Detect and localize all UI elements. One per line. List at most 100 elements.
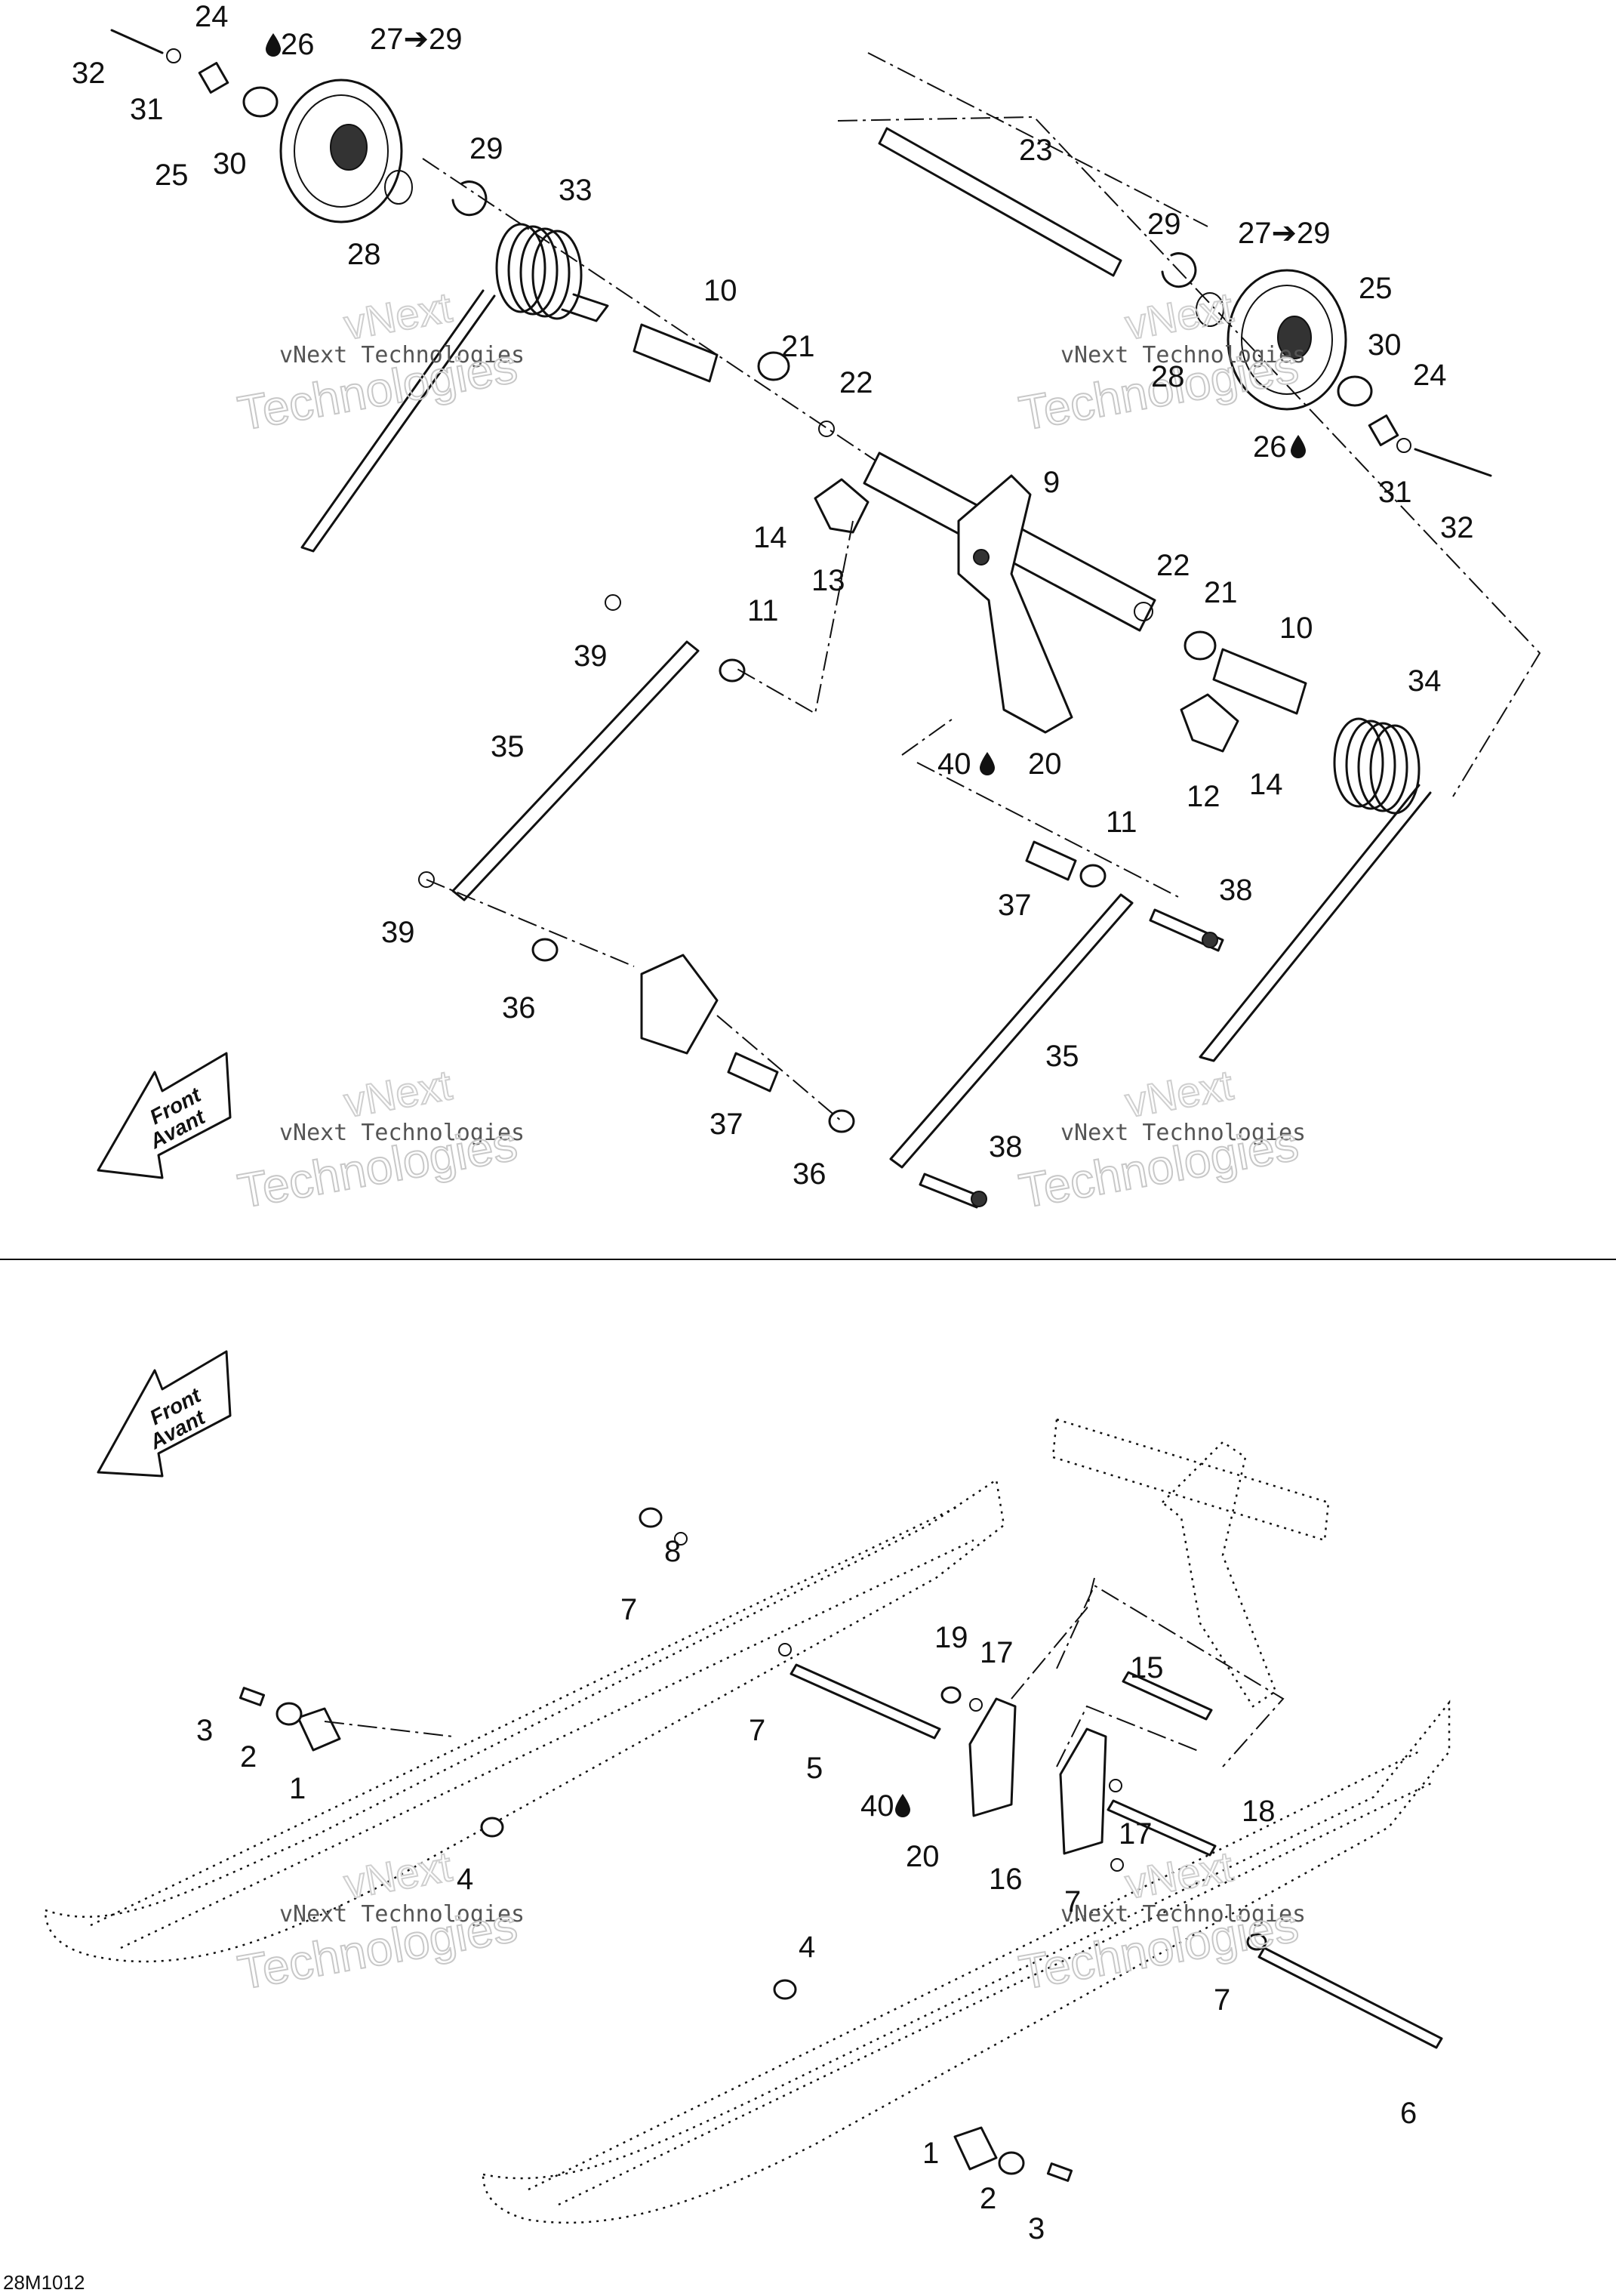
part-label: 35 bbox=[1045, 1040, 1079, 1073]
part-label: 24 bbox=[195, 0, 229, 33]
oil-drop-icon bbox=[1291, 435, 1306, 458]
part-label: 27➔29 bbox=[370, 23, 463, 56]
part-label: 8 bbox=[664, 1535, 681, 1568]
part-label: 20 bbox=[906, 1840, 940, 1873]
part-label: 25 bbox=[155, 159, 189, 192]
svg-text:vNext: vNext bbox=[340, 283, 455, 349]
part-label: 37 bbox=[710, 1108, 743, 1141]
part-label: 14 bbox=[1249, 768, 1283, 801]
part-label: 27➔29 bbox=[1238, 217, 1331, 250]
front-direction-arrow-top: Front Avant bbox=[97, 1052, 232, 1179]
part-label: 1 bbox=[922, 2137, 939, 2170]
top-part-labels: 32 24 26 27➔29 31 30 25 29 28 33 23 10 2… bbox=[72, 0, 1474, 1191]
left-idler-wheel bbox=[110, 29, 488, 223]
svg-text:vNext Technologies: vNext Technologies bbox=[279, 342, 525, 368]
part-label: 34 bbox=[1408, 664, 1442, 698]
part-label: 2 bbox=[240, 1740, 257, 1774]
part-label: 21 bbox=[781, 330, 815, 363]
part-label: 38 bbox=[989, 1130, 1023, 1163]
watermark: vNext Technologies vNext Technologies bbox=[233, 1060, 525, 1219]
svg-text:vNext Technologies: vNext Technologies bbox=[1060, 342, 1306, 368]
part-label: 7 bbox=[1214, 1983, 1230, 2017]
part-label: 32 bbox=[1440, 511, 1474, 544]
part-label: 4 bbox=[799, 1931, 815, 1964]
part-label: 12 bbox=[1187, 780, 1220, 813]
bottom-assembly-drawing bbox=[44, 1418, 1451, 2224]
part-label: 28 bbox=[1151, 360, 1185, 393]
part-label: 38 bbox=[1219, 874, 1253, 907]
part-label: 21 bbox=[1204, 576, 1238, 609]
part-label: 14 bbox=[753, 521, 787, 554]
part-label: 25 bbox=[1359, 272, 1393, 305]
part-label: 39 bbox=[381, 916, 415, 949]
part-label: 22 bbox=[1156, 549, 1190, 582]
svg-text:vNext: vNext bbox=[1122, 1842, 1236, 1908]
part-label: 10 bbox=[703, 274, 737, 307]
watermark: vNext Technologies vNext Technologies bbox=[1014, 1841, 1306, 2001]
part-label: 5 bbox=[806, 1752, 823, 1785]
part-label: 28 bbox=[347, 238, 381, 271]
left-torsion-spring bbox=[300, 223, 609, 553]
part-label: 7 bbox=[749, 1714, 765, 1747]
part-label: 7 bbox=[620, 1593, 637, 1626]
oil-drop-icon bbox=[266, 33, 281, 57]
part-label: 16 bbox=[989, 1863, 1023, 1896]
top-assembly-drawing bbox=[110, 29, 1541, 1209]
part-label: 36 bbox=[793, 1157, 826, 1191]
drawing-reference-code: 28M1012 bbox=[3, 2271, 85, 2294]
svg-text:vNext: vNext bbox=[1122, 1061, 1236, 1126]
part-label: 37 bbox=[998, 889, 1032, 922]
part-label: 24 bbox=[1413, 359, 1447, 392]
part-label: 29 bbox=[469, 132, 503, 165]
part-label: 17 bbox=[1119, 1817, 1153, 1851]
part-label: 33 bbox=[559, 174, 593, 207]
svg-text:vNext: vNext bbox=[340, 1842, 455, 1908]
svg-text:vNext Technologies: vNext Technologies bbox=[279, 1901, 525, 1928]
part-label: 40 bbox=[860, 1789, 894, 1823]
part-label: 35 bbox=[491, 730, 525, 763]
part-label: 11 bbox=[747, 594, 779, 627]
part-label: 3 bbox=[1028, 2212, 1045, 2245]
part-label: 39 bbox=[574, 639, 608, 673]
part-label: 6 bbox=[1400, 2097, 1417, 2130]
oil-drop-icon bbox=[980, 752, 995, 775]
part-label: 11 bbox=[1106, 806, 1137, 839]
part-label: 22 bbox=[839, 366, 873, 399]
part-label: 4 bbox=[457, 1863, 473, 1896]
part-label: 7 bbox=[1064, 1885, 1081, 1918]
part-label: 40 bbox=[937, 747, 971, 781]
watermark: vNext Technologies vNext Technologies bbox=[233, 282, 525, 442]
right-idler-wheel bbox=[1227, 269, 1347, 411]
oil-drop-icon bbox=[895, 1794, 910, 1817]
part-label: 31 bbox=[1378, 476, 1412, 509]
part-label: 1 bbox=[289, 1772, 306, 1805]
part-label: 30 bbox=[213, 147, 247, 180]
bottom-part-labels: 8 7 3 2 1 4 19 17 7 5 15 40 20 16 17 18 … bbox=[196, 1535, 1417, 2245]
svg-text:vNext Technologies: vNext Technologies bbox=[1060, 1901, 1306, 1928]
part-label: 26 bbox=[1253, 430, 1287, 464]
part-label: 29 bbox=[1147, 208, 1181, 241]
part-label: 3 bbox=[196, 1714, 213, 1747]
part-label: 31 bbox=[130, 93, 164, 126]
watermark: vNext Technologies vNext Technologies bbox=[1014, 1060, 1306, 1219]
part-label: 13 bbox=[811, 564, 845, 597]
part-label: 2 bbox=[980, 2182, 996, 2215]
part-label: 23 bbox=[1019, 134, 1053, 167]
watermark: vNext Technologies vNext Technologies bbox=[233, 1841, 525, 2001]
part-label: 30 bbox=[1368, 328, 1402, 362]
svg-text:vNext: vNext bbox=[340, 1061, 455, 1126]
svg-text:vNext Technologies: vNext Technologies bbox=[279, 1120, 525, 1146]
front-direction-arrow-bottom: Front Avant bbox=[97, 1350, 232, 1478]
part-label: 15 bbox=[1130, 1651, 1164, 1684]
part-label: 36 bbox=[502, 991, 536, 1025]
part-label: 18 bbox=[1242, 1795, 1276, 1828]
right-torsion-spring bbox=[1199, 717, 1432, 1062]
part-label: 20 bbox=[1028, 747, 1062, 781]
part-label: 17 bbox=[980, 1636, 1014, 1669]
svg-text:vNext Technologies: vNext Technologies bbox=[1060, 1120, 1306, 1146]
part-label: 19 bbox=[934, 1621, 968, 1654]
part-label: 32 bbox=[72, 57, 106, 90]
part-label: 10 bbox=[1279, 612, 1313, 645]
part-label: 9 bbox=[1043, 466, 1060, 499]
